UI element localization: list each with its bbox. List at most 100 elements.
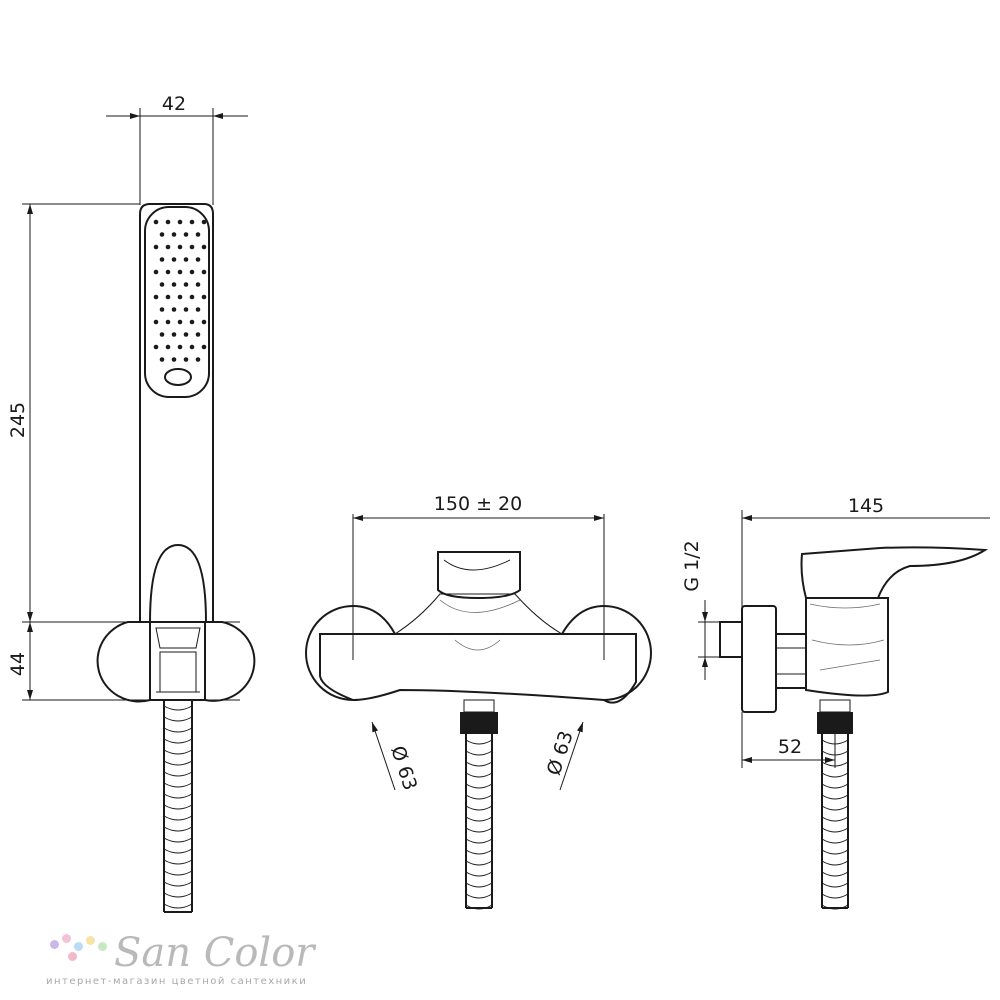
wall-flange xyxy=(741,605,777,713)
spray-nozzle xyxy=(153,294,159,300)
hose-coil xyxy=(163,760,193,766)
hose-coil xyxy=(163,848,193,854)
right-diameter-leader xyxy=(559,721,584,791)
spray-nozzle xyxy=(153,244,159,250)
hose-coil xyxy=(821,794,849,800)
spray-nozzle xyxy=(171,332,177,337)
spray-nozzle xyxy=(195,257,201,262)
hose-coil xyxy=(821,882,849,888)
hose-coil xyxy=(465,772,493,778)
spray-nozzle xyxy=(201,294,207,300)
mixer-lever xyxy=(437,551,521,600)
spray-nozzle xyxy=(177,294,183,300)
hose-coil xyxy=(163,716,193,722)
spray-nozzle xyxy=(183,257,189,262)
hose-coil xyxy=(465,871,493,877)
hose-coil xyxy=(163,749,193,755)
dimension-label-245: 245 xyxy=(7,402,29,438)
side-lever xyxy=(800,546,989,599)
spray-nozzles xyxy=(153,219,207,362)
spray-nozzle xyxy=(183,232,189,237)
spray-nozzle xyxy=(201,219,207,225)
hose-coil xyxy=(465,860,493,866)
brand-dot-icon xyxy=(50,940,59,949)
spray-nozzle xyxy=(171,307,177,312)
side-outlet-nut xyxy=(817,712,853,734)
hose-coil xyxy=(465,805,493,811)
brand-dot-icon xyxy=(62,934,71,943)
spray-nozzle xyxy=(195,282,201,287)
hose-coil xyxy=(821,849,849,855)
spray-nozzle xyxy=(201,244,207,250)
shower-hose-center xyxy=(465,734,493,910)
spray-nozzle xyxy=(183,332,189,337)
hose-coil xyxy=(465,849,493,855)
dimension-label-52: 52 xyxy=(778,736,802,758)
hose-coil xyxy=(465,794,493,800)
hose-coil xyxy=(821,772,849,778)
spray-nozzle xyxy=(165,344,171,350)
brand-logo: San Color интернет-магазин цветной санте… xyxy=(46,930,346,990)
spray-nozzle xyxy=(177,269,183,275)
spray-nozzle xyxy=(177,244,183,250)
hose-coil xyxy=(465,827,493,833)
hose-coil xyxy=(821,827,849,833)
spray-nozzle xyxy=(159,332,165,337)
hose-coil xyxy=(163,804,193,810)
hose-coil xyxy=(163,837,193,843)
holder-left-wing xyxy=(96,621,151,703)
spray-nozzle xyxy=(153,319,159,325)
spray-nozzle xyxy=(165,269,171,275)
spray-nozzle xyxy=(177,319,183,325)
spray-nozzle xyxy=(159,307,165,312)
spray-nozzle xyxy=(195,307,201,312)
hose-coil xyxy=(163,892,193,898)
spray-nozzle xyxy=(159,282,165,287)
spray-nozzle xyxy=(153,344,159,350)
spray-nozzle xyxy=(159,232,165,237)
hand-shower-body xyxy=(139,203,214,622)
dimension-label-44: 44 xyxy=(7,652,29,676)
spray-nozzle xyxy=(195,232,201,237)
left-flange xyxy=(305,605,354,701)
hose-coil xyxy=(163,782,193,788)
brand-dot-icon xyxy=(74,942,83,951)
brand-dot-icon xyxy=(68,952,77,961)
spray-nozzle xyxy=(171,257,177,262)
dimension-label-42: 42 xyxy=(162,93,186,115)
holder-right-wing xyxy=(204,621,256,702)
eccentric-nut xyxy=(775,633,807,689)
spray-face xyxy=(144,206,210,398)
brand-dot-icon xyxy=(86,936,95,945)
hose-coil xyxy=(465,783,493,789)
spray-logo-button xyxy=(164,368,192,386)
hose-coil xyxy=(163,793,193,799)
spray-nozzle xyxy=(159,357,165,362)
holder-body xyxy=(149,621,206,701)
spray-nozzle xyxy=(153,219,159,225)
spray-nozzle xyxy=(183,307,189,312)
spray-nozzle xyxy=(171,232,177,237)
hose-coil xyxy=(821,893,849,899)
hose-coil xyxy=(163,771,193,777)
holder-hook xyxy=(149,543,207,623)
hose-coil xyxy=(465,761,493,767)
hose-coil xyxy=(465,838,493,844)
spray-nozzle xyxy=(189,219,195,225)
spray-nozzle xyxy=(189,344,195,350)
hose-coil xyxy=(821,805,849,811)
mixer-front-view xyxy=(305,514,652,910)
spray-nozzle xyxy=(165,219,171,225)
spray-nozzle xyxy=(171,282,177,287)
hose-coil xyxy=(465,750,493,756)
spray-nozzle xyxy=(171,357,177,362)
hose-coil xyxy=(821,838,849,844)
spray-nozzle xyxy=(201,319,207,325)
hose-coil xyxy=(163,903,193,909)
shower-hose-left xyxy=(163,700,193,913)
dimension-label-145: 145 xyxy=(848,495,884,517)
dimension-label-center-distance: 150 ± 20 xyxy=(434,493,522,515)
spray-nozzle xyxy=(177,219,183,225)
spray-nozzle xyxy=(177,344,183,350)
